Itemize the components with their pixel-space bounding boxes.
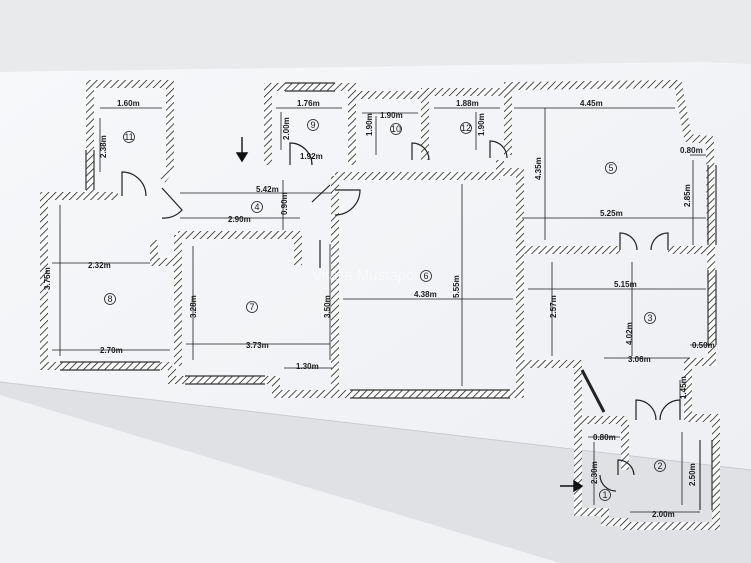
dim-r12-width: 1.88m — [456, 99, 479, 108]
dim-r4-height: 0.90m — [280, 192, 289, 215]
dim-r7-width: 3.73m — [246, 341, 269, 350]
dimension-lines — [52, 107, 712, 513]
dim-r12-height: 1.90m — [477, 113, 486, 136]
dim-r9-height: 2.00m — [282, 117, 291, 140]
dim-r4-width2: 2.90m — [228, 215, 251, 224]
room-number-8: 8 — [107, 294, 112, 304]
dim-r7-bottom: 1.30m — [296, 362, 319, 371]
dim-r3-left: 2.57m — [549, 295, 558, 318]
dim-r8-bottom: 2.70m — [100, 346, 123, 355]
room-number-9: 9 — [310, 120, 315, 130]
dimension-labels: 1.60m 2.38m 1.76m 2.00m 1.92m 1.90m 1.90… — [43, 99, 715, 519]
room-number-12: 12 — [461, 123, 471, 133]
room-number-3: 3 — [647, 313, 652, 323]
entrance-arrow-icon — [235, 137, 249, 163]
dim-r6-width: 4.38m — [414, 290, 437, 299]
dim-r5-top: 4.45m — [580, 99, 603, 108]
watermark: Vitalia Mustapoi — [312, 267, 418, 284]
entrance-arrow-icon — [560, 479, 584, 493]
dim-r9-width: 1.76m — [297, 99, 320, 108]
dim-r5-right: 0.80m — [680, 146, 703, 155]
dim-r5-right-height: 2.85m — [683, 184, 692, 207]
dim-r3-width2: 3.06m — [628, 355, 651, 364]
dim-r8-height: 3.75m — [43, 267, 52, 290]
door-swings — [121, 140, 681, 492]
room-number-10: 10 — [391, 124, 401, 134]
room-number-2: 2 — [657, 461, 662, 471]
dim-r3-right: 0.50m — [692, 341, 715, 350]
dim-r2-height: 1.45m — [679, 376, 688, 399]
room-markers — [104, 119, 666, 501]
dim-r10-width: 1.90m — [380, 111, 403, 120]
dim-r8-width: 2.32m — [88, 261, 111, 270]
dim-r5-height: 4.35m — [534, 157, 543, 180]
dim-r9-door: 1.92m — [300, 152, 323, 161]
dim-r10-height: 1.90m — [365, 113, 374, 136]
dim-r11-height: 2.38m — [99, 135, 108, 158]
room-number-4: 4 — [254, 202, 259, 212]
dim-r3-height: 4.02m — [625, 322, 634, 345]
dim-r5-width: 5.25m — [600, 209, 623, 218]
lower-sheet — [0, 395, 560, 563]
room-number-5: 5 — [608, 163, 613, 173]
dim-r3-width: 5.15m — [614, 280, 637, 289]
dim-r1-width: 0.80m — [593, 433, 616, 442]
dim-r7-height2: 3.50m — [323, 295, 332, 318]
dim-r4-width: 5.42m — [256, 185, 279, 194]
room-number-6: 6 — [423, 271, 428, 281]
dim-r2-height2: 2.50m — [688, 463, 697, 486]
room-number-11: 11 — [124, 132, 133, 142]
dim-r6-height: 5.55m — [452, 275, 461, 298]
dim-r1-height: 2.30m — [590, 461, 599, 484]
dim-r11-width: 1.60m — [117, 99, 140, 108]
walls — [40, 79, 720, 530]
room-number-1: 1 — [602, 490, 607, 500]
dim-r7-height: 3.28m — [189, 295, 198, 318]
room-number-7: 7 — [249, 302, 254, 312]
dim-r2-width: 2.00m — [652, 510, 675, 519]
windows — [60, 82, 717, 510]
